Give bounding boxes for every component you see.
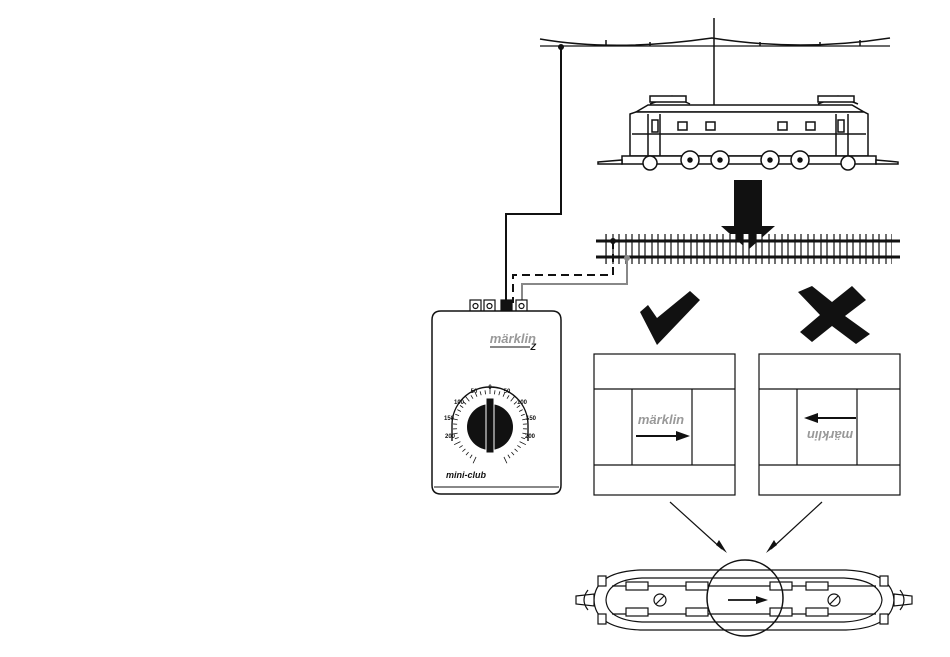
rail-feeder-wire-dashed	[513, 241, 613, 303]
track-section	[596, 234, 900, 264]
pointer-line-right	[771, 502, 822, 549]
controller-series-label: mini-club	[446, 470, 487, 480]
locomotive-side-view	[598, 96, 898, 170]
wheel-set	[626, 608, 648, 616]
wiring	[506, 44, 630, 303]
terminal-posts	[470, 300, 527, 312]
cross-mark-icon	[798, 286, 870, 344]
dial-label: 150	[526, 416, 537, 422]
dial-label: 50	[471, 389, 478, 395]
dial-label: 150	[444, 416, 455, 422]
dial-label: 50	[504, 389, 511, 395]
dial-label: 100	[454, 400, 465, 406]
dial-tick	[494, 390, 495, 394]
dial-label: 100	[517, 400, 528, 406]
wheel-set	[686, 608, 708, 616]
wheel-set	[806, 582, 828, 590]
wheel-set	[686, 582, 708, 590]
dial-label: 200	[525, 434, 536, 440]
controller-scale-label: Z	[530, 342, 537, 352]
check-mark-icon	[640, 291, 700, 345]
dial-pointer	[486, 398, 494, 453]
wheel-set	[626, 582, 648, 590]
catenary-feeder-wire	[506, 47, 561, 303]
wrong-panel-logo-inverted: märklin	[807, 428, 853, 443]
rail-feeder-wire-grey	[522, 258, 627, 303]
dial-label: 200	[445, 434, 456, 440]
wheel-set	[806, 608, 828, 616]
pointer-line-left	[670, 502, 722, 549]
panel-wrong-orientation	[759, 354, 900, 495]
locomotive-underside-view	[576, 570, 912, 630]
correct-panel-logo: märklin	[638, 412, 684, 427]
dial-tick	[485, 390, 486, 394]
controller-brand-logo: märklin	[490, 331, 536, 346]
